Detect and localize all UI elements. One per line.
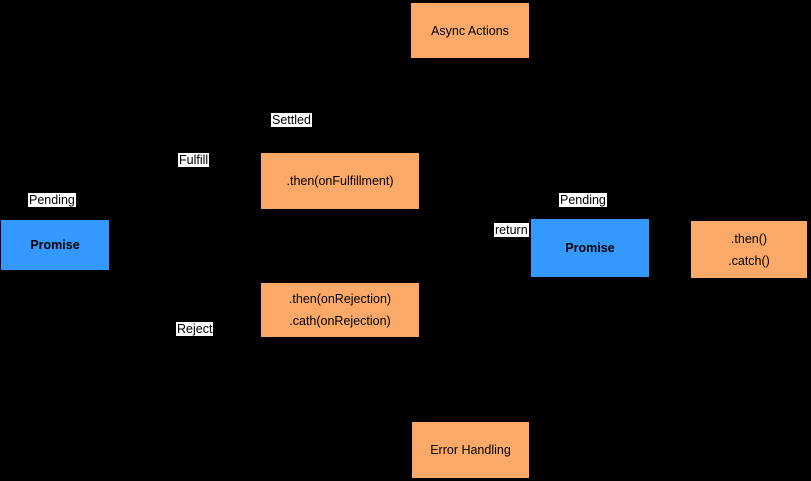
node-error-handling-label: Error Handling bbox=[430, 443, 511, 457]
node-then-onrejection-line2: .cath(onRejection) bbox=[289, 314, 391, 328]
edge-label-settled: Settled bbox=[271, 113, 312, 127]
edge-label-fulfill: Fulfill bbox=[178, 153, 210, 167]
node-promise-right: Promise bbox=[530, 218, 650, 278]
node-then-catch-line1: .then() bbox=[730, 231, 768, 246]
edge-label-return: return bbox=[494, 223, 529, 237]
node-async-actions: Async Actions bbox=[410, 2, 530, 59]
edge-label-pending-right: Pending bbox=[559, 193, 607, 207]
edge-label-reject: Reject bbox=[176, 322, 214, 336]
node-then-onrejection: .then(onRejection) .cath(onRejection) bbox=[260, 282, 420, 338]
node-then-onfulfillment-label: .then(onFulfillment) bbox=[286, 174, 394, 188]
node-then-catch-line2: .catch() bbox=[728, 253, 770, 268]
node-error-handling: Error Handling bbox=[411, 421, 530, 479]
node-then-catch: .then() .catch() bbox=[690, 220, 808, 279]
node-promise-left: Promise bbox=[0, 219, 110, 271]
node-promise-right-label: Promise bbox=[565, 241, 615, 255]
node-then-onfulfillment: .then(onFulfillment) bbox=[260, 152, 420, 210]
node-promise-left-label: Promise bbox=[30, 238, 80, 252]
node-async-actions-label: Async Actions bbox=[431, 23, 509, 38]
edge-label-pending-left: Pending bbox=[28, 193, 76, 207]
node-then-onrejection-line1: .then(onRejection) bbox=[288, 292, 392, 306]
